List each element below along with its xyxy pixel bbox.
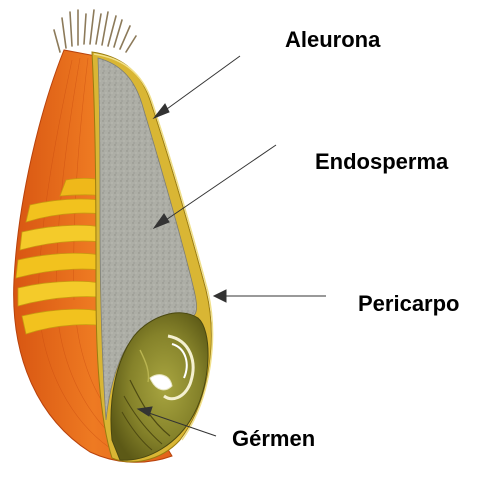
label-germen: Gérmen [232,428,315,450]
label-aleurona: Aleurona [285,29,380,51]
label-pericarpo: Pericarpo [358,293,460,315]
label-endosperma: Endosperma [315,151,448,173]
arrow-pericarpo [214,290,326,302]
arrow-aleurona [154,56,240,118]
brush-hairs [54,10,136,52]
